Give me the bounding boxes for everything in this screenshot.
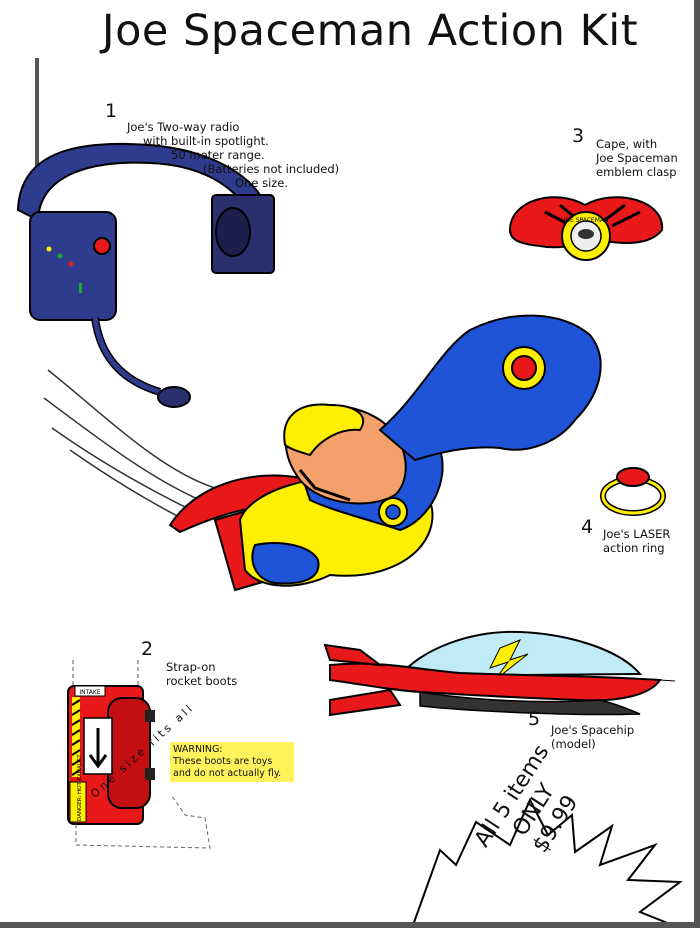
warning-line: These boots are toys [173,756,273,767]
caption-line: rocket boots [166,674,238,688]
caption-line: 50 meter range. [171,148,265,162]
item-number-5: 5 [528,708,541,730]
danger-label: DANGER: HOT EXHAUST [77,754,83,821]
laser-ring-illustration [600,467,666,516]
promo-starburst [410,797,683,928]
boots-caption: Strap-on rocket boots [166,660,237,688]
item-number-4: 4 [581,516,594,538]
warning-line: WARNING: [173,744,223,755]
page-title: Joe Spaceman Action Kit [101,6,639,56]
spaceship-caption: Joe's Spacehip (model) [551,723,634,751]
caption-line: Joe's Two-way radio [127,120,240,134]
caption-line: (model) [551,737,596,751]
cape-caption: Cape, with Joe Spaceman emblem clasp [596,137,678,179]
caption-line: Joe Spaceman [596,151,678,165]
cape-illustration: JOE SPACEMAN [508,196,664,261]
caption-line: Joe's LASER [603,527,671,541]
item-number-3: 3 [572,125,585,147]
warning-box: WARNING: These boots are toys and do not… [170,742,294,782]
radio-caption: Joe's Two-way radio with built-in spotli… [127,120,339,190]
radio-headset-illustration [16,58,275,408]
warning-line: and do not actually fly. [173,768,282,779]
caption-line: action ring [603,541,665,555]
emblem-text: JOE SPACEMAN [563,217,609,224]
item-number-2: 2 [141,638,154,660]
joe-spaceman-hero [43,314,602,592]
item-number-1: 1 [105,100,118,122]
rocket-boots-illustration: INTAKE DANGER: HOT EXHAUST [67,660,211,849]
caption-line: One size. [235,176,289,190]
spaceship-illustration [323,630,676,717]
caption-line: emblem clasp [596,165,677,179]
caption-line: with built-in spotlight. [143,134,269,148]
ring-caption: Joe's LASER action ring [603,527,670,555]
caption-line: Strap-on [166,660,216,674]
caption-line: (Batteries not included) [203,162,340,176]
caption-line: Cape, with [596,137,658,151]
intake-label: INTAKE [79,689,100,696]
caption-line: Joe's Spacehip [551,723,635,737]
